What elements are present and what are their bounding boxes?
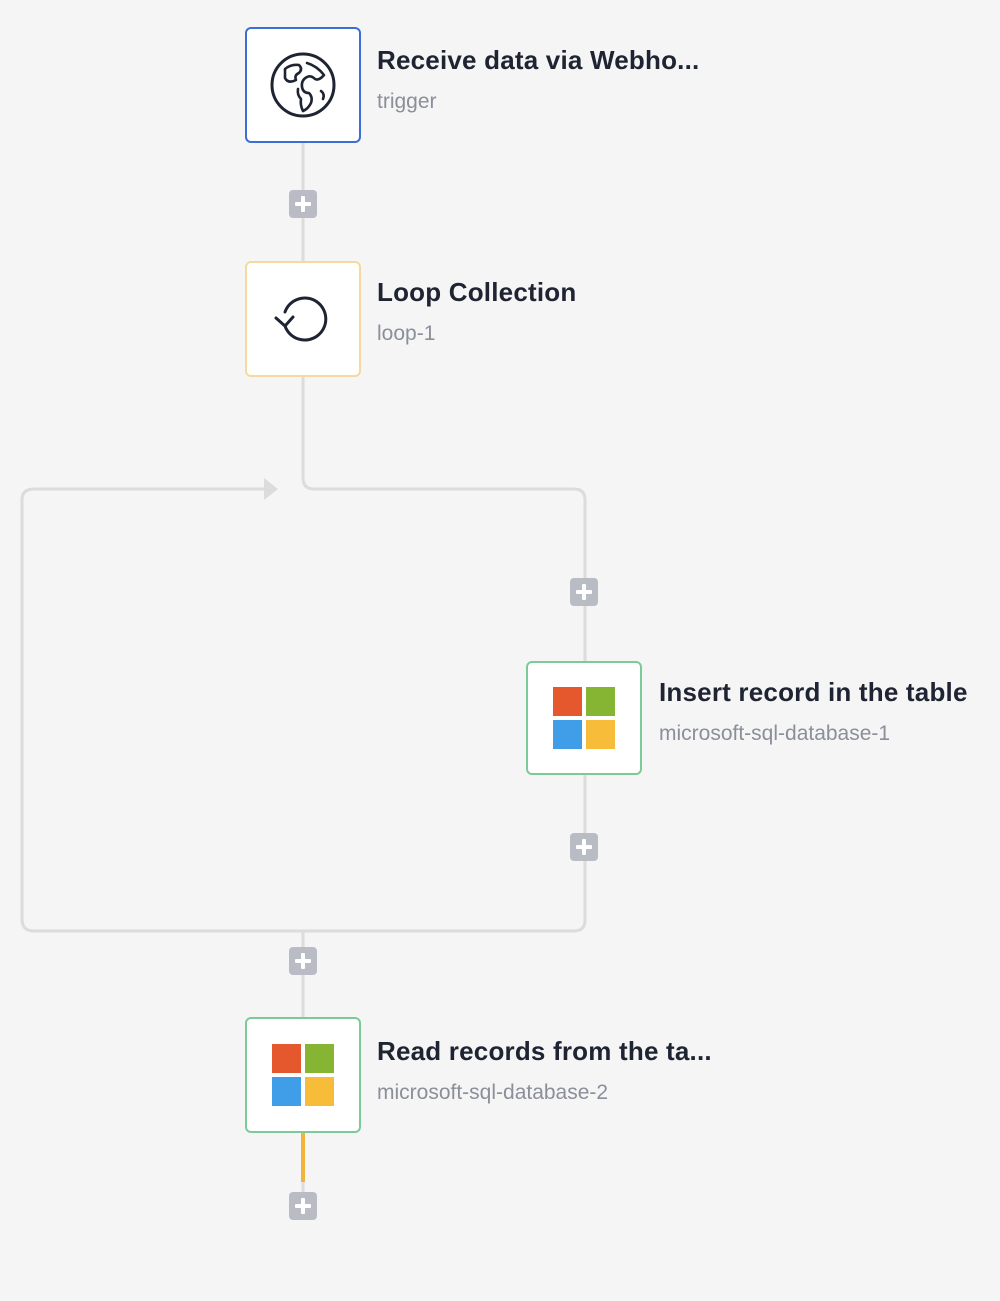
microsoft-logo-icon bbox=[553, 687, 615, 749]
step-node-trigger[interactable] bbox=[245, 27, 361, 143]
connector-insert-merge bbox=[20, 487, 587, 933]
loop-icon bbox=[269, 285, 337, 353]
step-title: Insert record in the table bbox=[659, 677, 968, 707]
add-step-button[interactable] bbox=[570, 578, 598, 606]
step-label-loop: Loop Collection loop-1 bbox=[377, 277, 576, 346]
step-title: Receive data via Webho... bbox=[377, 45, 700, 75]
step-subtitle: trigger bbox=[377, 90, 437, 113]
add-step-button[interactable] bbox=[289, 947, 317, 975]
step-label-insert: Insert record in the table microsoft-sql… bbox=[659, 677, 968, 746]
step-node-insert[interactable] bbox=[526, 661, 642, 775]
step-label-trigger: Receive data via Webho... trigger bbox=[377, 45, 699, 114]
loop-back-arrow-icon bbox=[264, 478, 278, 500]
add-step-button[interactable] bbox=[570, 833, 598, 861]
step-label-read: Read records from the ta... microsoft-sq… bbox=[377, 1036, 712, 1105]
step-subtitle: microsoft-sql-database-2 bbox=[377, 1081, 609, 1104]
add-step-button[interactable] bbox=[289, 190, 317, 218]
add-step-button[interactable] bbox=[289, 1192, 317, 1220]
step-subtitle: loop-1 bbox=[377, 322, 436, 345]
step-node-read[interactable] bbox=[245, 1017, 361, 1133]
globe-icon bbox=[269, 51, 337, 119]
step-node-loop[interactable] bbox=[245, 261, 361, 377]
step-title: Read records from the ta... bbox=[377, 1036, 712, 1066]
connector-loop-branch bbox=[301, 377, 587, 662]
step-subtitle: microsoft-sql-database-1 bbox=[659, 722, 891, 745]
microsoft-logo-icon bbox=[272, 1044, 334, 1106]
step-title: Loop Collection bbox=[377, 277, 577, 307]
